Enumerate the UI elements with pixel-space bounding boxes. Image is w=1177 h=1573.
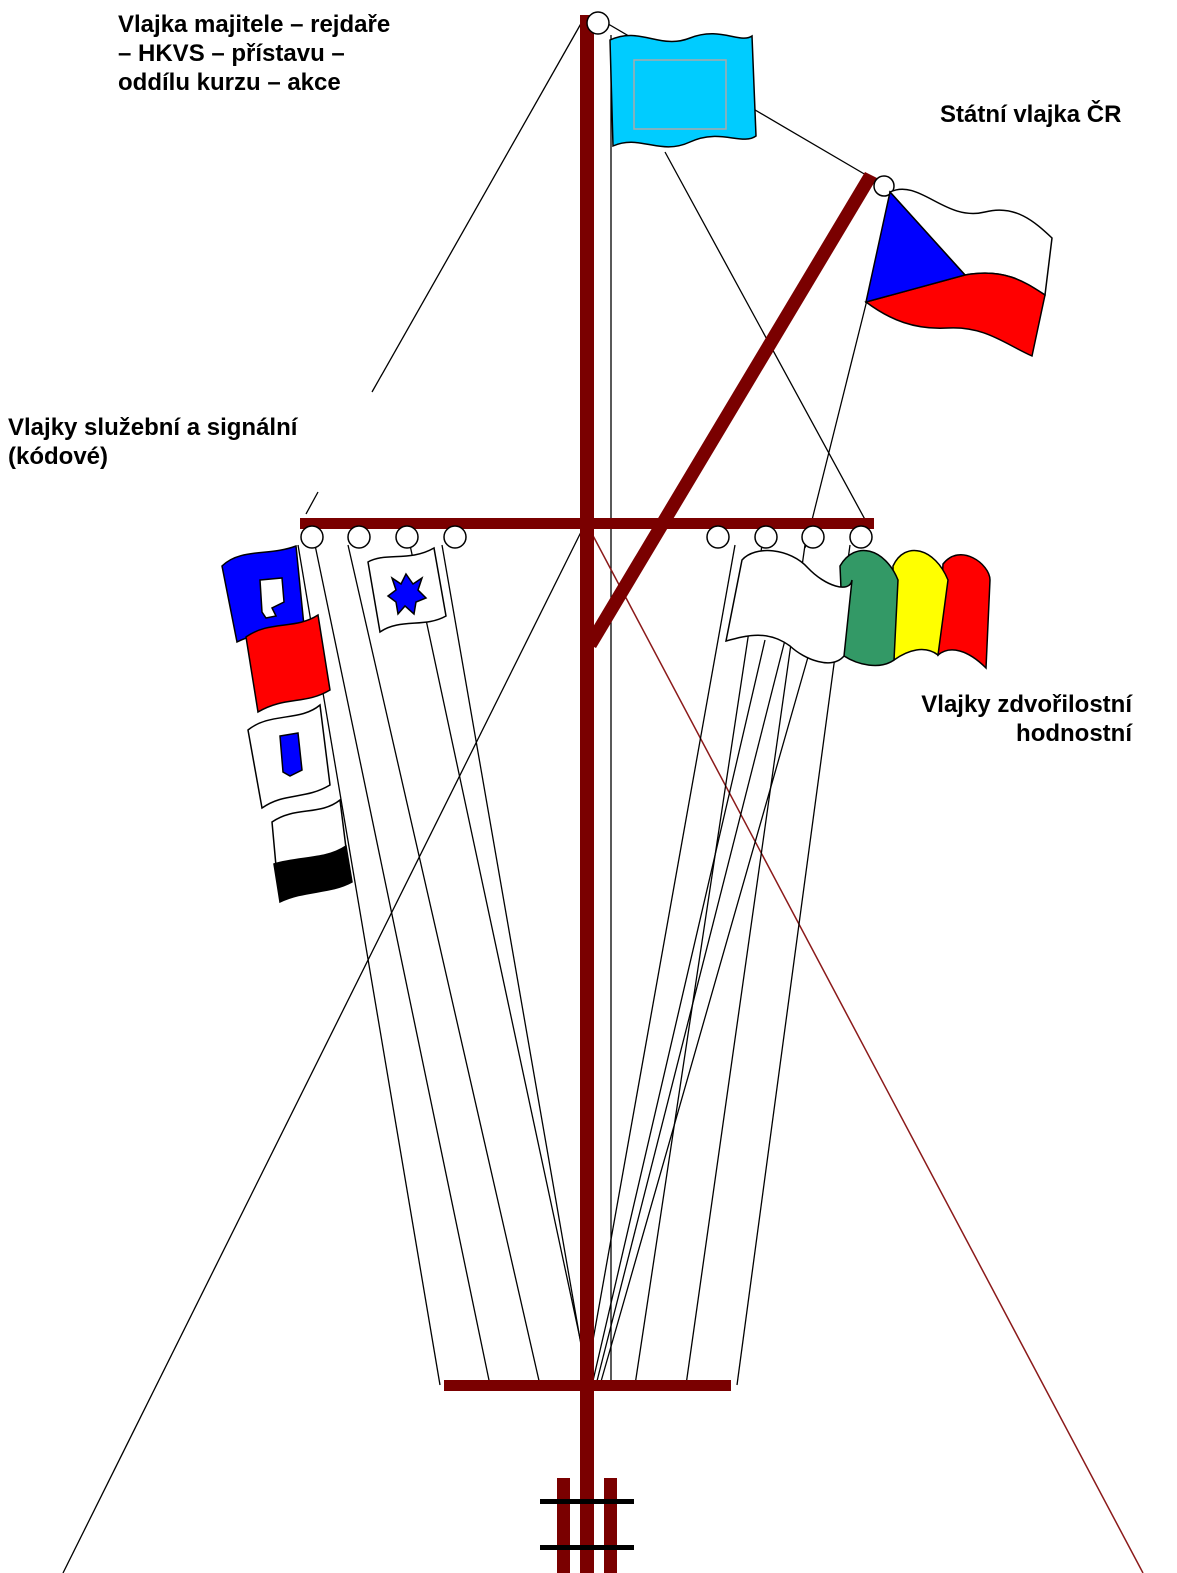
gaff-boom [584,172,877,648]
yard-pulley-right-2 [755,526,777,548]
courtesy-flag-white [726,551,852,663]
service-flags-label: Vlajky služební a signální (kódové) [8,413,297,471]
signal-flag-red [246,615,330,712]
base-post-right [604,1478,617,1573]
right-shroud-line [590,530,1143,1573]
courtesy-halyards [585,545,850,1385]
stay-lines [63,18,878,1573]
courtesy-flag-yellow [893,550,948,660]
yard-arm [300,518,874,529]
main-mast-pole [580,15,594,1573]
czech-flag [866,189,1052,356]
yard-pulley-right-1 [707,526,729,548]
base-crossbar-upper [540,1499,634,1504]
service-flags-pointer [306,492,318,514]
yard-pulley-left-4 [444,526,466,548]
signal-flags [222,546,446,902]
bottom-spreader [444,1380,731,1391]
courtesy-flag-red [938,555,990,668]
yard-pulley-left-1 [301,526,323,548]
mast [300,15,877,1573]
owner-flag-label: Vlajka majitele – rejdaře – HKVS – příst… [118,10,390,97]
yard-pulley-right-3 [802,526,824,548]
signal-halyards [298,545,590,1385]
base-post-left [557,1478,570,1573]
yard-pulley-right-4 [850,526,872,548]
owner-flag [610,34,756,147]
yard-pulley-left-2 [348,526,370,548]
state-flag-downhaul [805,300,867,548]
masthead-pulley [587,12,609,34]
base-crossbar-lower [540,1545,634,1550]
yard-pulley-left-3 [396,526,418,548]
courtesy-flags [726,550,990,668]
owner-flag-left-stay [372,20,583,392]
state-flag-label: Státní vlajka ČR [940,100,1121,129]
courtesy-flags-label: Vlajky zdvořilostní hodnostní [870,690,1132,748]
signal-flag-white-blue-emblem [280,733,302,776]
